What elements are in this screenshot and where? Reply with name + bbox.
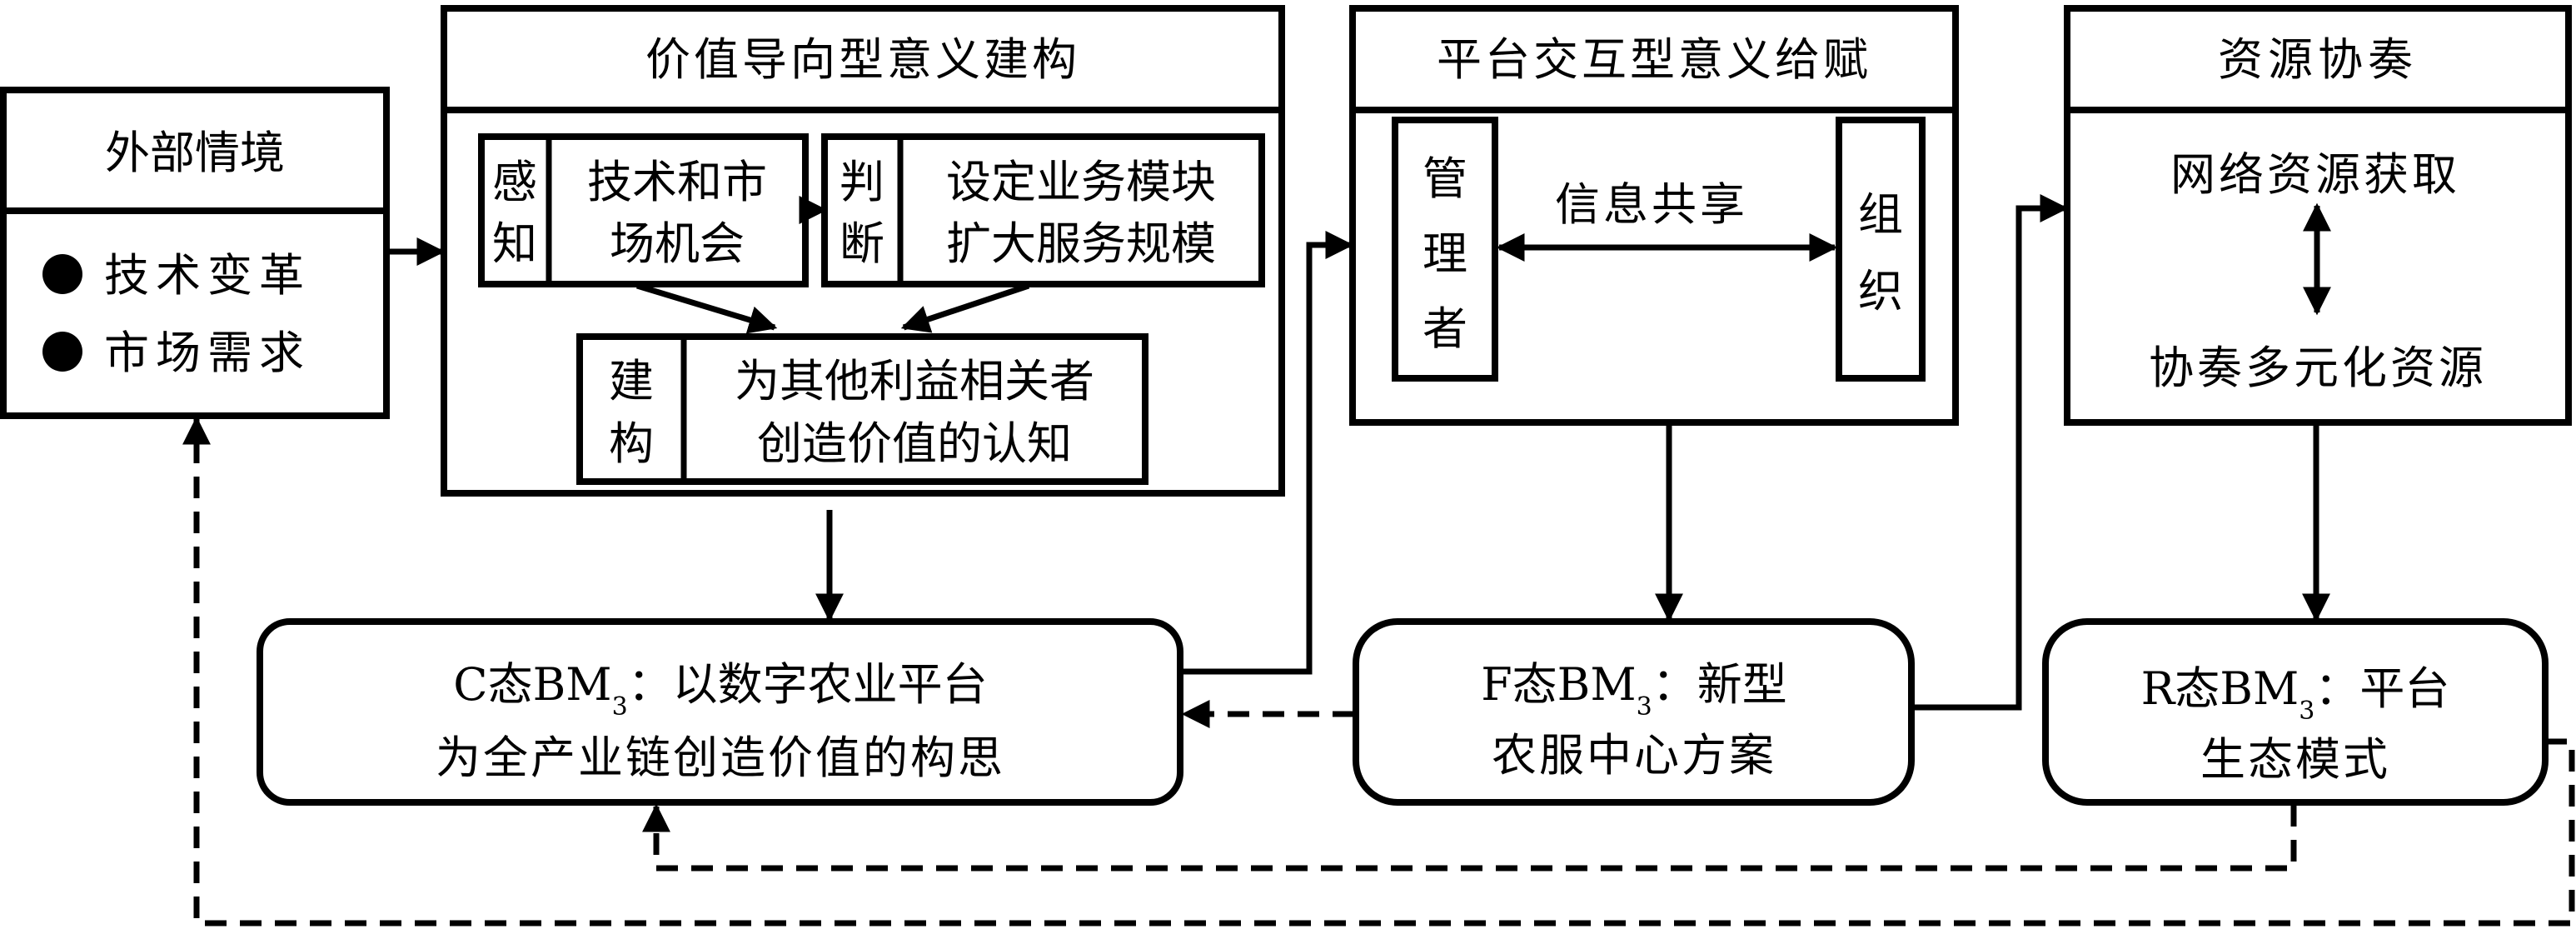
perceive-label-1: 感 [492, 156, 537, 208]
organization-char-1: 组 [1858, 188, 1903, 241]
judge-content-2: 扩大服务规模 [946, 217, 1216, 270]
perceive-content-2: 场机会 [610, 217, 745, 270]
r-state-box: R态BM3：平台 生态模式 [2042, 618, 2549, 806]
f-state-box: F态BM3：新型 农服中心方案 [1353, 618, 1915, 806]
perceive-to-construct-arrow [635, 282, 778, 334]
r-state-line1: R态BM3：平台 [2141, 662, 2450, 726]
bullet-icon [42, 254, 82, 294]
perceive-label-2: 知 [492, 217, 537, 270]
r-to-c-feedback-arrow [642, 803, 2297, 872]
value-construction-box: 价值导向型意义建构 感 知 技术和市 场机会 判 断 设定业务模块 扩大服务规模… [441, 5, 1285, 497]
r-state-line2: 生态模式 [2200, 733, 2390, 786]
external-item-tech: 技术变革 [104, 249, 311, 302]
judge-content-1: 设定业务模块 [946, 156, 1216, 208]
value-construction-title: 价值导向型意义建构 [645, 33, 1080, 86]
construct-label-1: 建 [609, 355, 654, 407]
judge-label-1: 判 [840, 156, 884, 208]
bullet-icon [42, 332, 82, 372]
c-state-box: C态BM3：以数字农业平台 为全产业链创造价值的构思 [257, 618, 1183, 806]
platform-interaction-title: 平台交互型意义给赋 [1437, 33, 1871, 86]
c-state-line1: C态BM3：以数字农业平台 [453, 658, 987, 722]
manager-char-3: 者 [1423, 302, 1467, 355]
organization-char-2: 织 [1858, 265, 1903, 317]
judge-to-construct-arrow [900, 282, 1030, 333]
judge-label-2: 断 [840, 217, 884, 270]
f-state-to-resource-arrow [1911, 194, 2069, 711]
judge-box: 判 断 设定业务模块 扩大服务规模 [821, 133, 1265, 287]
external-context-title: 外部情境 [105, 127, 285, 179]
external-context-box: 外部情境 技术变革 市场需求 [0, 87, 390, 419]
manager-char-1: 管 [1423, 152, 1467, 205]
organization-box: 组 织 [1836, 117, 1926, 382]
manager-char-2: 理 [1423, 227, 1467, 280]
perceive-box: 感 知 技术和市 场机会 [478, 133, 809, 287]
network-resource-label: 网络资源获取 [2170, 148, 2460, 201]
c-state-to-platform-arrow [1180, 231, 1354, 675]
orchestrate-resource-label: 协奏多元化资源 [2149, 342, 2487, 394]
perceive-content-1: 技术和市 [587, 156, 767, 208]
resource-orchestration-box: 资源协奏 网络资源获取 协奏多元化资源 [2064, 5, 2572, 426]
construct-label-2: 构 [609, 417, 654, 470]
resource-orchestration-title: 资源协奏 [2218, 33, 2418, 86]
platform-interaction-box: 平台交互型意义给赋 管 理 者 组 织 信息共享 [1349, 5, 1959, 426]
f-state-line1: F态BM3：新型 [1481, 658, 1787, 722]
manager-box: 管 理 者 [1392, 117, 1498, 382]
f-state-line2: 农服中心方案 [1492, 729, 1776, 782]
construct-content-1: 为其他利益相关者 [735, 355, 1094, 407]
r-to-external-feedback-arrow [182, 416, 2575, 927]
external-item-market: 市场需求 [104, 327, 311, 379]
c-state-line2: 为全产业链创造价值的构思 [436, 732, 1005, 784]
construct-content-2: 创造价值的认知 [757, 417, 1072, 470]
construct-box: 建 构 为其他利益相关者 创造价值的认知 [576, 333, 1148, 485]
info-sharing-label: 信息共享 [1555, 178, 1748, 231]
